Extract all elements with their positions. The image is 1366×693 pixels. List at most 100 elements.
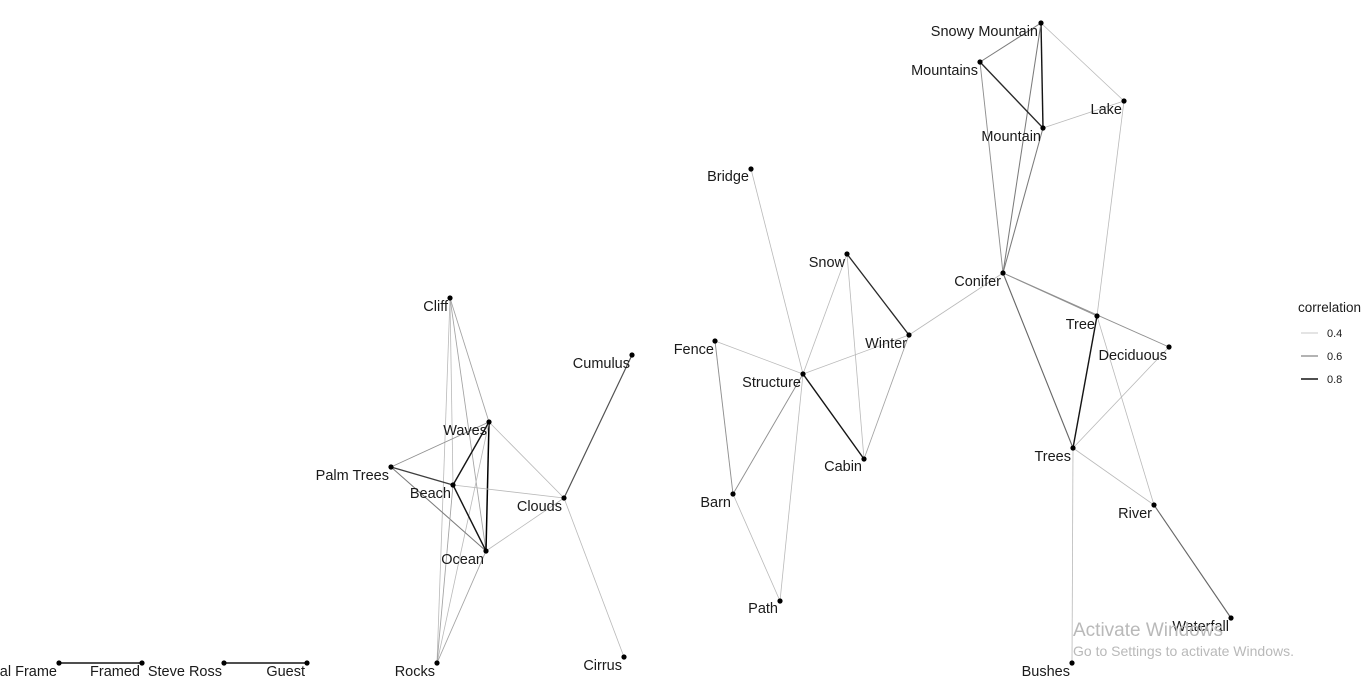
node-snow: Snow bbox=[809, 251, 850, 271]
nodes-layer: Snowy MountainMountainsMountainLakeBridg… bbox=[0, 20, 1234, 680]
edge-snow-cabin bbox=[846, 253, 865, 460]
node-point bbox=[1121, 98, 1127, 104]
node-path: Path bbox=[748, 598, 783, 617]
edge-waves-ocean bbox=[485, 421, 490, 552]
node-point bbox=[629, 352, 635, 358]
node-label: Waves bbox=[443, 423, 487, 439]
edge-mountain-conifer bbox=[1002, 127, 1044, 274]
edge-winter-cabin bbox=[863, 334, 910, 460]
node-river: River bbox=[1118, 502, 1157, 522]
node-label: Winter bbox=[865, 336, 907, 352]
node-barn: Barn bbox=[700, 491, 736, 511]
node-cliff: Cliff bbox=[423, 295, 453, 315]
node-point bbox=[1000, 270, 1006, 276]
legend-title: correlation bbox=[1298, 300, 1361, 315]
edge-clouds-cumulus bbox=[563, 354, 633, 499]
node-label: Mountain bbox=[981, 129, 1041, 145]
node-beach: Beach bbox=[410, 482, 456, 502]
node-palm-trees: Palm Trees bbox=[316, 464, 394, 484]
node-label: Bushes bbox=[1022, 664, 1070, 680]
node-label: Palm Trees bbox=[316, 468, 389, 484]
edge-waves-palm-trees bbox=[390, 421, 490, 468]
node-point bbox=[139, 660, 145, 666]
edge-winter-structure bbox=[802, 334, 910, 375]
edge-tree-river bbox=[1096, 315, 1155, 506]
node-point bbox=[800, 371, 806, 377]
edge-snowy-mountain-mountains bbox=[979, 22, 1042, 63]
legend-item: 0.8 bbox=[1301, 374, 1342, 386]
node-cirrus: Cirrus bbox=[583, 654, 627, 674]
node-clouds: Clouds bbox=[517, 495, 567, 515]
node-point bbox=[712, 338, 718, 344]
node-label: Clouds bbox=[517, 499, 562, 515]
node-label: Barn bbox=[700, 495, 731, 511]
edge-river-waterfall bbox=[1153, 504, 1232, 619]
edge-mountain-lake bbox=[1042, 100, 1125, 129]
edge-beach-ocean bbox=[452, 484, 487, 552]
edge-snow-winter bbox=[846, 253, 910, 336]
edge-conifer-winter bbox=[908, 272, 1004, 336]
node-point bbox=[748, 166, 754, 172]
node-label: Structure bbox=[742, 375, 801, 391]
edge-beach-clouds bbox=[452, 484, 565, 499]
node-point bbox=[1166, 344, 1172, 350]
edge-structure-cabin bbox=[802, 373, 865, 460]
node-point bbox=[777, 598, 783, 604]
node-fence: Fence bbox=[674, 338, 718, 358]
node-point bbox=[1038, 20, 1044, 26]
node-label: Steve Ross bbox=[148, 664, 222, 680]
node-trees: Trees bbox=[1034, 445, 1076, 465]
node-rocks: Rocks bbox=[395, 660, 440, 680]
node-deciduous: Deciduous bbox=[1098, 344, 1172, 364]
node-label: Trees bbox=[1034, 449, 1071, 465]
edge-palm-trees-beach bbox=[390, 466, 454, 486]
node-steve-ross: Steve Ross bbox=[148, 660, 227, 680]
edge-mountains-conifer bbox=[979, 61, 1004, 274]
node-snowy-mountain: Snowy Mountain bbox=[931, 20, 1044, 40]
node-mountain: Mountain bbox=[981, 125, 1046, 145]
node-point bbox=[304, 660, 310, 666]
edge-bridge-structure bbox=[750, 168, 804, 375]
node-point bbox=[906, 332, 912, 338]
legend-items: 0.4 0.6 0.8 bbox=[1301, 328, 1342, 386]
edge-conifer-trees bbox=[1002, 272, 1074, 449]
edge-cliff-beach bbox=[449, 297, 454, 486]
node-label: Path bbox=[748, 601, 778, 617]
node-point bbox=[1040, 125, 1046, 131]
legend-item-label: 0.6 bbox=[1327, 351, 1342, 363]
node-point bbox=[1094, 313, 1100, 319]
edge-fence-barn bbox=[714, 340, 734, 495]
node-label: Bridge bbox=[707, 169, 749, 185]
edge-beach-rocks bbox=[436, 484, 454, 664]
node-label: Fence bbox=[674, 342, 714, 358]
node-point bbox=[1070, 445, 1076, 451]
node-label: Cirrus bbox=[583, 658, 622, 674]
edge-trees-river bbox=[1072, 447, 1155, 506]
edges-layer bbox=[59, 22, 1232, 664]
legend-item: 0.6 bbox=[1301, 351, 1342, 363]
node-waterfall: Waterfall bbox=[1172, 615, 1234, 635]
node-waves: Waves bbox=[443, 419, 492, 439]
node-point bbox=[561, 495, 567, 501]
edge-barn-path bbox=[732, 493, 781, 602]
node-label: Beach bbox=[410, 486, 451, 502]
node-point bbox=[621, 654, 627, 660]
node-point bbox=[861, 456, 867, 462]
node-point bbox=[844, 251, 850, 257]
edge-waves-rocks bbox=[436, 421, 490, 664]
node-label: Cabin bbox=[824, 459, 862, 475]
edge-waves-clouds bbox=[488, 421, 565, 499]
node-point bbox=[977, 59, 983, 65]
legend-item: 0.4 bbox=[1301, 328, 1342, 340]
node-label: Waterfall bbox=[1172, 619, 1229, 635]
node-label: Cliff bbox=[423, 299, 449, 315]
node-point bbox=[56, 660, 62, 666]
node-label: Mountains bbox=[911, 63, 978, 79]
edge-conifer-deciduous bbox=[1002, 272, 1170, 348]
node-label: Ocean bbox=[441, 552, 484, 568]
edge-tree-trees bbox=[1072, 315, 1098, 449]
node-point bbox=[1151, 502, 1157, 508]
edge-trees-bushes bbox=[1071, 447, 1074, 664]
